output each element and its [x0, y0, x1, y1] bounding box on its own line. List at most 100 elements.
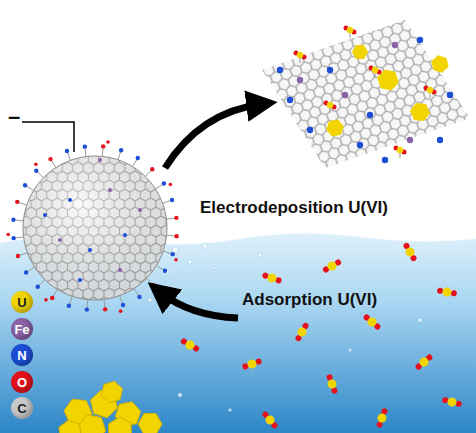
atom: [119, 148, 123, 152]
uranium-hexagon: [326, 120, 344, 137]
atom: [150, 167, 154, 171]
atom: [327, 67, 333, 73]
uranyl: [361, 312, 382, 332]
atom: [118, 268, 122, 272]
bubble: [258, 253, 262, 257]
atom: [11, 236, 15, 240]
atom: [85, 307, 89, 311]
legend-text: Fe: [14, 322, 29, 337]
bubbles: [148, 244, 422, 412]
uranium-atom: [372, 67, 378, 73]
bubble: [418, 318, 422, 322]
oxygen-atom: [437, 287, 444, 294]
bubble: [229, 409, 232, 412]
atom: [171, 252, 175, 256]
oxygen-atom: [450, 290, 457, 297]
atom: [36, 284, 40, 288]
atom: [15, 200, 19, 204]
functional-groups: [6, 140, 178, 313]
bubble: [349, 349, 352, 352]
atom: [437, 137, 443, 143]
uranium-atom: [297, 52, 303, 58]
legend-swatch: Fe: [11, 318, 33, 340]
atom: [108, 188, 112, 192]
atom: [98, 158, 102, 162]
atom: [307, 127, 313, 133]
electrode-wire: [22, 122, 74, 152]
atom: [151, 283, 155, 287]
uranium-hexagon: [138, 414, 162, 433]
uranyl-molecules: [179, 241, 463, 430]
process-label: Electrodeposition U(VI): [200, 198, 388, 218]
uranium-atom: [418, 356, 431, 369]
atom: [34, 169, 38, 173]
legend-swatch: U: [11, 291, 33, 313]
atom: [23, 183, 27, 187]
uranium-atom: [404, 246, 416, 258]
atom: [163, 269, 167, 273]
uranium-hexagon: [109, 417, 132, 433]
uranyl: [401, 241, 419, 263]
uranium-atom: [347, 27, 353, 33]
atom: [174, 216, 178, 220]
uranium-atom: [446, 396, 457, 407]
atom: [48, 157, 52, 161]
atom: [11, 218, 15, 222]
graphene-sheet: [262, 20, 470, 168]
bubble: [203, 244, 208, 249]
cage-lattice: [23, 156, 167, 300]
adsorption-arrow: [160, 292, 238, 318]
uranyl: [374, 407, 389, 429]
sheet-atoms: [277, 26, 453, 164]
atom: [78, 278, 82, 282]
atom: [103, 307, 107, 311]
uranyl: [179, 336, 201, 354]
atom: [162, 181, 166, 185]
atom: [297, 77, 303, 83]
atom: [44, 298, 48, 302]
atom: [88, 248, 92, 252]
uranyl: [261, 270, 283, 285]
uranium-atom: [264, 414, 277, 427]
atom: [170, 198, 174, 202]
atom: [407, 137, 413, 143]
sheet-body: [262, 20, 470, 168]
legend-swatch: O: [11, 371, 33, 393]
uranyl: [441, 395, 463, 409]
atom: [101, 144, 105, 148]
uranium-hexagon: [59, 420, 81, 433]
carbon-cage: [23, 156, 167, 300]
atom: [6, 233, 10, 237]
uranium-atom: [326, 378, 338, 390]
legend-text: O: [17, 375, 27, 390]
process-label: Adsorption U(VI): [242, 290, 377, 310]
uranium-atom: [427, 87, 433, 93]
uranium-atom: [326, 260, 338, 272]
atom: [392, 42, 398, 48]
electrodeposition-arrow: [165, 104, 262, 168]
legend-text: U: [17, 295, 26, 310]
atom: [174, 258, 178, 262]
legend-text: N: [17, 348, 26, 363]
cage-shade: [23, 156, 167, 300]
uranium-hexagon: [102, 381, 123, 402]
uranyl: [321, 257, 343, 275]
atom: [447, 92, 453, 98]
atom: [287, 97, 293, 103]
atom: [138, 208, 142, 212]
atom: [137, 295, 141, 299]
uranium-atom: [397, 147, 403, 153]
atom: [121, 303, 125, 307]
uranium-atom: [296, 326, 308, 338]
uranium-atom: [184, 339, 196, 351]
uranium-atom: [266, 272, 278, 284]
uranium-hexagon: [352, 45, 368, 59]
uranium-hexagon: [431, 55, 448, 73]
atom: [417, 37, 423, 43]
cage-body: [23, 156, 167, 300]
uranyl: [436, 286, 457, 298]
atom: [24, 270, 28, 274]
uranyl: [324, 373, 339, 395]
uranium-atom: [442, 287, 452, 297]
atom: [174, 234, 178, 238]
